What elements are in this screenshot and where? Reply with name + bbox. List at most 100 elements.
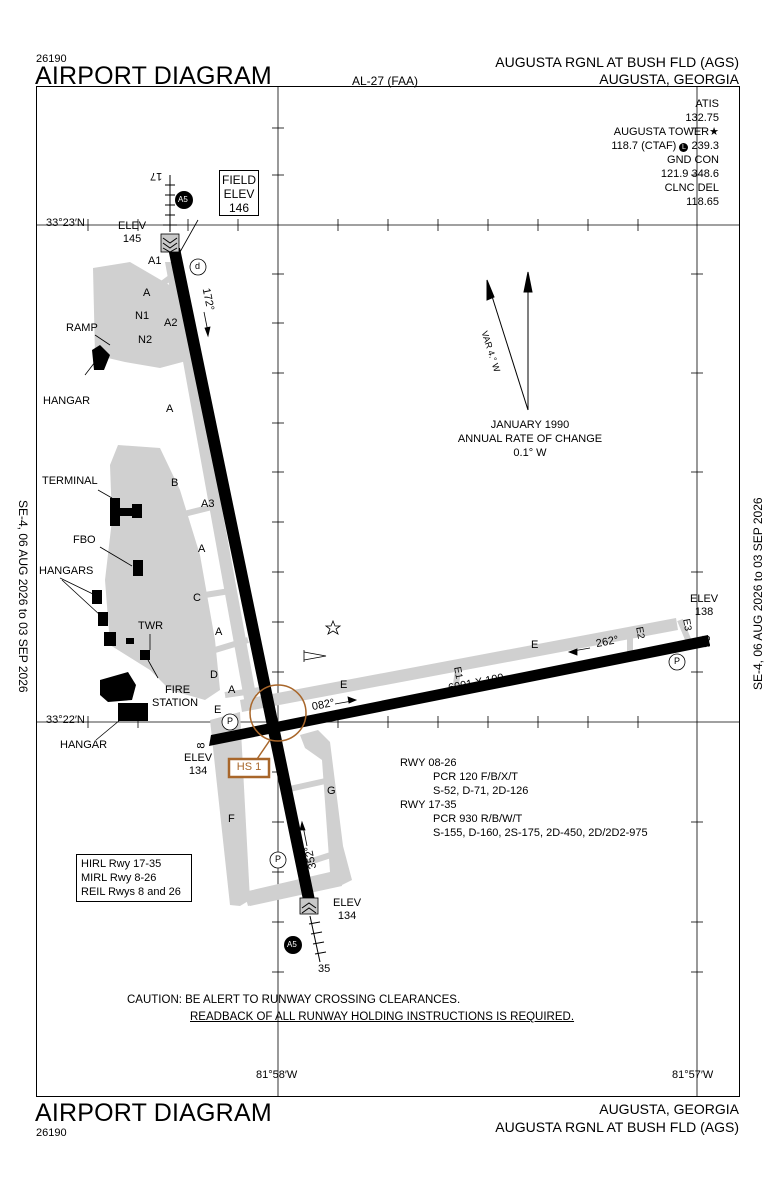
twr-label: TWR xyxy=(138,620,164,632)
twy-e-mid: E xyxy=(340,679,348,691)
leader-lines xyxy=(59,219,199,741)
footer-doc-id: 26190 xyxy=(36,1127,67,1139)
parking-label-35: P xyxy=(275,854,282,864)
footer-airport-name: AUGUSTA RGNL AT BUSH FLD (AGS) xyxy=(495,1119,739,1135)
pcr-block: RWY 08-26 PCR 120 F/B/X/T S-52, D-71, 2D… xyxy=(400,757,648,839)
heading-arrows xyxy=(203,311,591,847)
rwy17-num: 17 xyxy=(150,170,163,182)
parking-label-8: P xyxy=(227,716,234,726)
station-label: STATION xyxy=(152,697,199,709)
gnd-label: GND CON xyxy=(667,154,719,166)
approach-symbols xyxy=(175,191,302,954)
terminal-label: TERMINAL xyxy=(42,475,98,487)
clnc-label: CLNC DEL xyxy=(664,182,719,194)
twy-a-north: A xyxy=(143,287,151,299)
hotspot-box xyxy=(227,757,271,779)
footer-city-state: AUGUSTA, GEORGIA xyxy=(599,1101,739,1117)
frequency-block: ATIS 132.75 AUGUSTA TOWER★ 118.7 (CTAF) … xyxy=(611,98,719,208)
runways xyxy=(160,233,710,915)
beacon-icon xyxy=(324,619,342,635)
taxiway-connectors xyxy=(138,272,693,868)
parking-icon-26 xyxy=(668,653,686,671)
twy-n2: N2 xyxy=(138,334,153,346)
hotspot-circle xyxy=(249,684,307,742)
lighting-box: HIRL Rwy 17-35 MIRL Rwy 8-26 REIL Rwys 8… xyxy=(76,854,192,902)
rwy17-elev: ELEV 145 xyxy=(118,220,147,245)
twy-a3: A3 xyxy=(201,498,215,510)
tower-ctaf: 118.7 (CTAF) xyxy=(611,140,677,152)
coordinate-grid xyxy=(37,87,739,1096)
rwy26-num: 26 xyxy=(699,635,712,648)
field-elev-box: FIELD ELEV 146 xyxy=(219,170,259,216)
hangar-north-label: HANGAR xyxy=(43,395,91,407)
hangar-south-label: HANGAR xyxy=(60,739,108,751)
parking-label-26: P xyxy=(674,656,681,666)
twy-n1: N1 xyxy=(135,310,150,322)
twy-e1: E1 xyxy=(451,665,465,680)
twy-a-end: A xyxy=(228,684,236,696)
al-number: AL-27 (FAA) xyxy=(352,74,419,88)
approach-icon-south xyxy=(284,936,302,954)
parking-icon-8 xyxy=(221,713,239,731)
diagram-frame xyxy=(36,86,740,1097)
caution-line2: READBACK OF ALL RUNWAY HOLDING INSTRUCTI… xyxy=(190,1011,575,1023)
clnc-freq: 118.65 xyxy=(686,196,719,208)
twy-c: C xyxy=(193,592,201,604)
parking-symbols xyxy=(189,258,686,869)
hotspot-label: HS 1 xyxy=(236,761,262,773)
dme-label: d xyxy=(195,261,201,271)
rwy8-elev: ELEV 134 xyxy=(184,752,213,777)
tower-uhf: 239.3 xyxy=(691,140,719,152)
twy-a-south: A xyxy=(198,543,206,555)
fbo-label: FBO xyxy=(73,534,96,546)
fbo-building xyxy=(133,560,143,576)
approach-lights xyxy=(163,175,327,963)
magvar-note: JANUARY 1990 ANNUAL RATE OF CHANGE 0.1° … xyxy=(457,419,603,459)
twy-b: B xyxy=(171,477,179,489)
fire-label: FIRE xyxy=(165,684,191,696)
magvar-arrows xyxy=(486,271,533,411)
twy-g: G xyxy=(327,785,336,797)
hangar-north xyxy=(92,345,110,370)
twy-e3: E3 xyxy=(680,617,694,632)
rwy35-elev: ELEV 134 xyxy=(333,897,362,922)
approach-label-south: A5 xyxy=(287,940,297,949)
approach-label-north: A5 xyxy=(178,195,188,204)
rwy8-num: 8 xyxy=(195,742,208,749)
rwy35-num: 35 xyxy=(318,963,331,975)
lon-right: 81°57′W xyxy=(672,1069,714,1081)
apron-terminal xyxy=(105,445,220,700)
atis-label: ATIS xyxy=(695,98,719,110)
twy-e-west: E xyxy=(214,704,222,716)
twy-a-mid: A xyxy=(166,403,174,415)
fire-station xyxy=(100,672,136,702)
page-title: AIRPORT DIAGRAM xyxy=(35,62,272,90)
twy-a-lower: A xyxy=(215,626,223,638)
beacon-and-wind xyxy=(303,619,342,662)
hangars-label: HANGARS xyxy=(39,565,94,577)
twy-e-east: E xyxy=(531,639,539,651)
approach-icon-north xyxy=(175,191,193,209)
hangar-south xyxy=(118,703,148,721)
lon-left: 81°58′W xyxy=(256,1069,298,1081)
buildings xyxy=(92,345,150,721)
twy-a2: A2 xyxy=(164,317,178,329)
airport-name: AUGUSTA RGNL AT BUSH FLD (AGS) xyxy=(495,54,739,70)
caution-line1: CAUTION: BE ALERT TO RUNWAY CROSSING CLE… xyxy=(127,994,461,1006)
atis-freq: 132.75 xyxy=(685,112,719,124)
lat-bottom: 33°22′N xyxy=(46,714,85,726)
doc-id: 26190 xyxy=(36,53,67,65)
runway-17-35 xyxy=(168,248,315,900)
twy-f: F xyxy=(228,813,235,825)
city-state: AUGUSTA, GEORGIA xyxy=(599,71,739,87)
twy-d: D xyxy=(210,669,218,681)
rwy26-elev: ELEV 138 xyxy=(690,593,719,618)
dme-icon xyxy=(189,258,207,276)
apron-ramp-north xyxy=(93,262,190,368)
runway-8-26 xyxy=(209,635,710,746)
footer-title: AIRPORT DIAGRAM xyxy=(35,1099,272,1127)
twy-a1: A1 xyxy=(148,255,162,267)
windcone-icon xyxy=(303,651,327,661)
ramp-label: RAMP xyxy=(66,322,98,334)
